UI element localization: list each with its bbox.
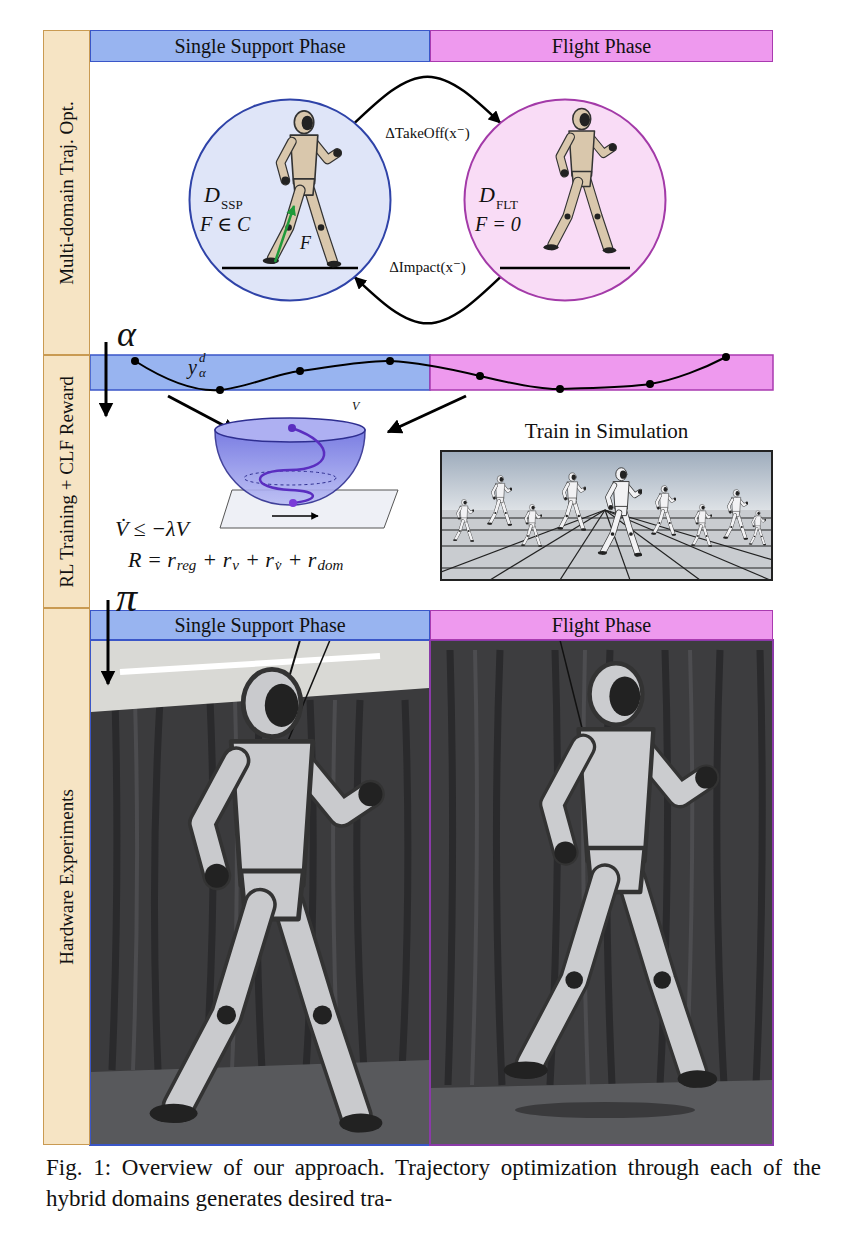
phase-header: Single Support Phase — [90, 30, 430, 62]
photo-frame — [430, 640, 773, 1145]
formula-subscript: v̇ — [275, 557, 282, 574]
humanoid-figure — [544, 109, 617, 254]
band-label: Hardware Experiments — [56, 789, 77, 965]
transition-label: ΔImpact(x⁻) — [389, 259, 466, 276]
clf-bowl — [215, 418, 398, 528]
phase-header: Single Support Phase — [90, 610, 430, 640]
simulation-image — [442, 452, 771, 579]
section-band: RL Training + CLF Reward — [43, 355, 90, 608]
desired-trajectory — [135, 357, 726, 390]
formula-subscript: dom — [317, 557, 343, 574]
sim-robots — [453, 468, 766, 557]
domain-circle: DSSP F ∈ C F — [188, 98, 392, 302]
ground-line — [222, 267, 358, 270]
hardware-photo-ssp — [91, 641, 429, 1144]
flow-arrow — [388, 396, 466, 432]
bowl-rim — [215, 418, 365, 442]
domain-circle: DFLT F = 0 — [463, 98, 667, 302]
ground-line — [500, 267, 630, 270]
circle-border — [190, 100, 391, 301]
formula-subscript: reg — [177, 557, 196, 574]
trajectory-subscript: α — [199, 366, 206, 380]
humanoid-figure — [263, 111, 342, 267]
lyapunov-trajectory — [260, 428, 324, 503]
alpha-arrow — [105, 342, 108, 416]
domain-subscript: SSP — [221, 198, 243, 211]
state-dot — [288, 424, 296, 432]
level-set — [244, 471, 336, 485]
domain-subscript: FLT — [496, 198, 518, 211]
band-label: Multi-domain Traj. Opt. — [56, 101, 77, 285]
domain-label: F — [300, 234, 311, 252]
transition-label: ΔTakeOff(x⁻) — [385, 125, 470, 142]
circle-fill — [189, 99, 391, 301]
formula-term: + r — [288, 548, 317, 572]
domain-label: D — [204, 184, 220, 206]
circle-border — [465, 100, 666, 301]
phase-label: Single Support Phase — [174, 35, 345, 57]
hardware-photo-flt — [431, 641, 772, 1144]
trajectory-superscript: d — [199, 351, 206, 365]
plane-arrow — [272, 515, 318, 517]
policy-symbol: π — [116, 576, 137, 618]
clf-condition: V̇ ≤ −λV — [115, 518, 189, 540]
simulation-panel: Train in Simulation — [440, 418, 773, 581]
phase-header: Flight Phase — [430, 610, 773, 640]
formula-subscript: v — [232, 557, 239, 574]
domain-label: F ∈ C — [200, 214, 250, 234]
trajectory-symbol-base: y — [188, 356, 197, 378]
phase-label: Single Support Phase — [174, 614, 345, 636]
circle-fill — [464, 99, 666, 301]
force-arrow — [275, 206, 294, 262]
flt-illustration — [464, 99, 666, 301]
panel-heading: Train in Simulation — [440, 420, 773, 443]
section-band: Multi-domain Traj. Opt. — [43, 30, 90, 355]
domain-label: F = 0 — [475, 214, 521, 234]
image-frame — [440, 450, 773, 581]
phase-header: Flight Phase — [430, 30, 773, 62]
photo-frame — [90, 640, 430, 1145]
band-label: RL Training + CLF Reward — [56, 376, 77, 588]
section-band: Hardware Experiments — [43, 608, 90, 1145]
formula-term: + r — [202, 548, 231, 572]
state-dot — [289, 499, 297, 507]
sky — [442, 452, 771, 512]
phase-label: Flight Phase — [552, 614, 651, 636]
formula-term: + r — [245, 548, 274, 572]
trajectory-dots — [131, 353, 730, 394]
transition-arrow — [355, 77, 500, 123]
ssp-illustration — [189, 99, 391, 301]
reward-formula: R = rreg+ rv+ rv̇+ rdom — [128, 548, 343, 572]
transition-arrow — [355, 277, 500, 323]
formula-term: R = r — [128, 548, 176, 572]
domain-label: D — [479, 184, 495, 206]
lyapunov-label: V — [352, 400, 359, 412]
phase-label: Flight Phase — [552, 35, 651, 57]
alpha-symbol: α — [117, 316, 136, 352]
figure-caption: Fig. 1: Overview of our approach. Trajec… — [46, 1152, 821, 1214]
